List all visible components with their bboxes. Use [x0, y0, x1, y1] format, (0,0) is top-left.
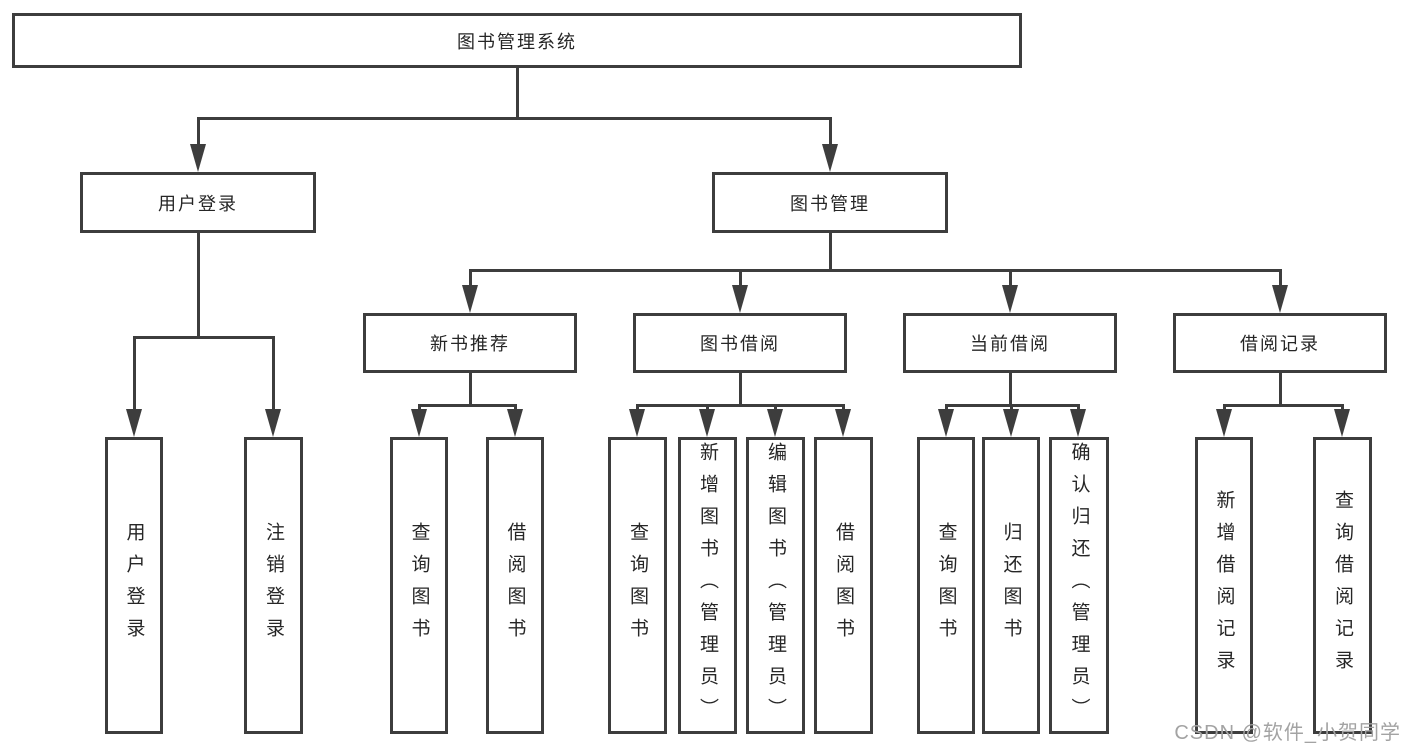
connector-rec-leaf1-stem — [418, 404, 421, 411]
connector-book-mgmt-stem — [829, 233, 832, 270]
connector-recommend-hbar — [418, 404, 517, 407]
leaf-query-borrow-record: 查询借阅记录 — [1313, 437, 1372, 734]
connector-bb-leaf4-stem — [842, 404, 845, 411]
connector-br-leaf2-stem — [1341, 404, 1344, 411]
node-label: 确认归还（管理员） — [1068, 441, 1090, 730]
connector-borrow-stem — [739, 269, 742, 287]
arrow-rec-leaf1 — [411, 409, 427, 437]
node-label: 当前借阅 — [970, 334, 1050, 354]
arrow-to-book-mgmt — [822, 144, 838, 172]
leaf-edit-book-admin: 编辑图书（管理员） — [746, 437, 805, 734]
node-borrow-records: 借阅记录 — [1173, 313, 1387, 373]
leaf-borrow-books-recommend: 借阅图书 — [486, 437, 544, 734]
arrow-bb-leaf3 — [767, 409, 783, 437]
node-label: 新增图书（管理员） — [697, 441, 718, 730]
node-book-management: 图书管理 — [712, 172, 948, 233]
leaf-query-books-current: 查询图书 — [917, 437, 975, 734]
node-label: 归还图书 — [1000, 521, 1022, 650]
arrow-bb-leaf4 — [835, 409, 851, 437]
arrow-records — [1272, 285, 1288, 313]
arrow-cb-leaf1 — [938, 409, 954, 437]
node-label: 查询图书 — [627, 521, 648, 650]
connector-bb-leaf3-stem — [774, 404, 777, 411]
node-label: 借阅图书 — [504, 521, 526, 650]
arrow-cb-leaf2 — [1003, 409, 1019, 437]
leaf-logout: 注销登录 — [244, 437, 303, 734]
connector-book-mgmt-hbar — [469, 269, 1282, 272]
node-label: 图书管理 — [790, 193, 870, 214]
leaf-add-borrow-record: 新增借阅记录 — [1195, 437, 1253, 734]
leaf-add-book-admin: 新增图书（管理员） — [678, 437, 737, 734]
leaf-query-books-borrow: 查询图书 — [608, 437, 667, 734]
connector-leaf-login-stem — [133, 336, 136, 411]
node-user-login-branch: 用户登录 — [80, 172, 316, 233]
arrow-recommend — [462, 285, 478, 313]
node-label: 图书借阅 — [700, 334, 780, 354]
connector-cb-leaf3-stem — [1077, 404, 1080, 411]
connector-root-stem — [516, 68, 519, 118]
node-label: 查询图书 — [408, 521, 430, 650]
leaf-user-login: 用户登录 — [105, 437, 163, 734]
connector-recommend-down — [469, 373, 472, 405]
connector-records-stem — [1279, 269, 1282, 287]
node-label: 图书管理系统 — [457, 31, 577, 52]
node-label: 新书推荐 — [430, 334, 510, 354]
connector-current-down — [1009, 373, 1012, 405]
arrow-leaf-login — [126, 409, 142, 437]
node-label: 用户登录 — [123, 521, 145, 650]
connector-borrow-hbar — [636, 404, 845, 407]
connector-bb-leaf1-stem — [636, 404, 639, 411]
arrow-borrow — [732, 285, 748, 313]
leaf-borrow-books: 借阅图书 — [814, 437, 873, 734]
node-current-borrow: 当前借阅 — [903, 313, 1117, 373]
watermark-csdn: CSDN @软件_小贺同学 — [1174, 722, 1401, 744]
connector-cb-leaf2-stem — [1010, 404, 1013, 411]
arrow-cb-leaf3 — [1070, 409, 1086, 437]
node-label: 用户登录 — [158, 193, 238, 214]
arrow-rec-leaf2 — [507, 409, 523, 437]
connector-records-down — [1279, 373, 1282, 405]
node-new-book-recommend: 新书推荐 — [363, 313, 577, 373]
connector-to-book-mgmt-stem — [829, 117, 832, 147]
node-library-system: 图书管理系统 — [12, 13, 1022, 68]
connector-recommend-stem — [469, 269, 472, 287]
node-label: 查询图书 — [935, 521, 957, 650]
connector-user-login-stem — [197, 233, 200, 337]
connector-records-hbar — [1223, 404, 1344, 407]
node-label: 借阅记录 — [1240, 334, 1320, 354]
arrow-leaf-logout — [265, 409, 281, 437]
arrow-to-user-login — [190, 144, 206, 172]
connector-root-hbar — [197, 117, 832, 120]
node-label: 新增借阅记录 — [1213, 489, 1235, 682]
leaf-query-books-recommend: 查询图书 — [390, 437, 448, 734]
connector-cb-leaf1-stem — [945, 404, 948, 411]
connector-bb-leaf2-stem — [706, 404, 709, 411]
arrow-bb-leaf2 — [699, 409, 715, 437]
connector-leaf-logout-stem — [272, 336, 275, 411]
connector-user-login-hbar — [133, 336, 275, 339]
arrow-br-leaf1 — [1216, 409, 1232, 437]
connector-borrow-down — [739, 373, 742, 405]
node-label: 查询借阅记录 — [1332, 489, 1353, 682]
leaf-return-books: 归还图书 — [982, 437, 1040, 734]
connector-current-stem — [1009, 269, 1012, 287]
arrow-bb-leaf1 — [629, 409, 645, 437]
arrow-current — [1002, 285, 1018, 313]
node-label: 编辑图书（管理员） — [765, 441, 786, 730]
connector-to-user-login-stem — [197, 117, 200, 147]
leaf-confirm-return-admin: 确认归还（管理员） — [1049, 437, 1109, 734]
connector-rec-leaf2-stem — [514, 404, 517, 411]
node-label: 借阅图书 — [833, 521, 854, 650]
node-book-borrow: 图书借阅 — [633, 313, 847, 373]
connector-br-leaf1-stem — [1223, 404, 1226, 411]
arrow-br-leaf2 — [1334, 409, 1350, 437]
node-label: 注销登录 — [263, 521, 284, 650]
